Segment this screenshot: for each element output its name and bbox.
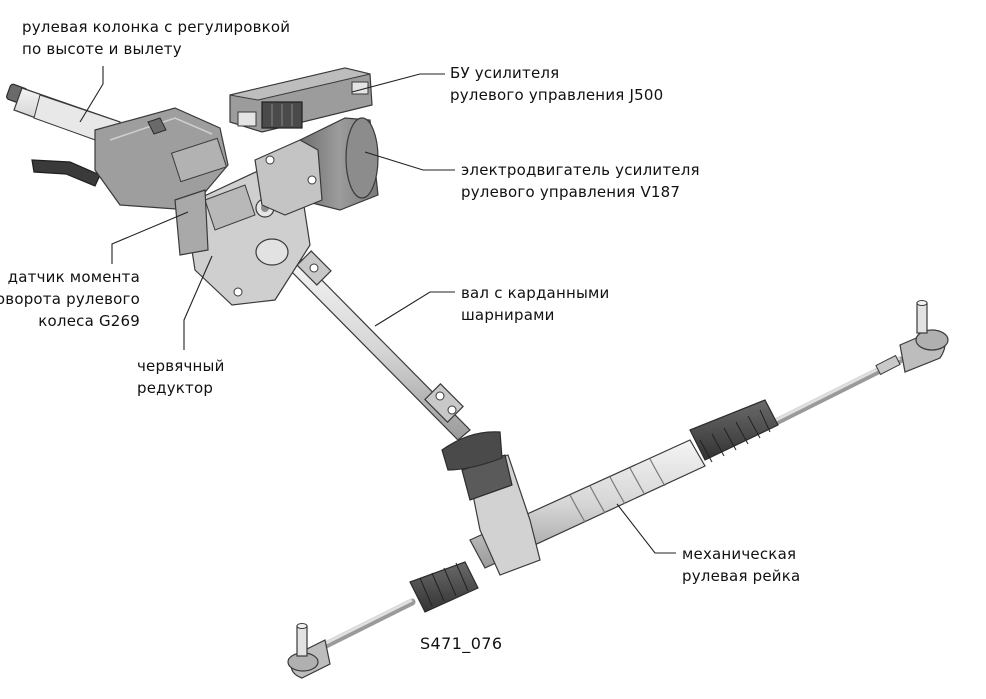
figure-id: S471_076: [420, 634, 503, 653]
left-tie-rod: [316, 598, 416, 652]
control-unit: [229, 67, 373, 133]
left-tie-rod-end: [287, 623, 331, 679]
callout-ecu-line-2: рулевого управления J500: [450, 86, 664, 104]
adjustment-lever: [31, 159, 101, 187]
callout-torque-sensor: датчик момента поворота рулевого колеса …: [0, 266, 140, 332]
cardan-shaft: [287, 250, 471, 441]
leader-steering-rack: [616, 503, 676, 554]
leader-worm-gear: [183, 255, 213, 350]
callout-steering-rack: механическая рулевая рейка: [682, 543, 800, 587]
steering-column: [6, 83, 229, 211]
callout-cardan-shaft-line-2: шарнирами: [461, 306, 555, 324]
callout-steering-rack-line-2: рулевая рейка: [682, 567, 801, 585]
leader-cardan-shaft: [374, 291, 455, 327]
torque-sensor: [174, 189, 209, 256]
callout-torque-sensor-line-1: датчик момента: [7, 268, 140, 286]
leader-steering-column: [79, 66, 104, 123]
callout-steering-rack-line-1: механическая: [682, 545, 797, 563]
callout-worm-gear-line-2: редуктор: [137, 379, 214, 397]
callout-ecu-line-1: БУ усилителя: [450, 64, 560, 82]
callout-steering-column: рулевая колонка с регулировкой по высоте…: [22, 16, 290, 60]
callout-torque-sensor-line-3: колеса G269: [38, 312, 140, 330]
steering-rack: [287, 300, 949, 679]
callout-motor: электродвигатель усилителя рулевого упра…: [461, 159, 700, 203]
callout-worm-gear: червячный редуктор: [137, 355, 225, 399]
callout-motor-line-2: рулевого управления V187: [461, 183, 681, 201]
callout-cardan-shaft-line-1: вал с карданными: [461, 284, 610, 302]
ecu-connector: [261, 101, 303, 129]
callout-steering-column-line-2: по высоте и вылету: [22, 40, 182, 58]
universal-joint-upper: [296, 250, 332, 286]
callout-steering-column-line-1: рулевая колонка с регулировкой: [22, 18, 291, 36]
callout-ecu: БУ усилителя рулевого управления J500: [450, 62, 663, 106]
right-rubber-boot: [689, 399, 779, 463]
universal-joint-lower: [424, 383, 464, 423]
callout-motor-line-1: электродвигатель усилителя: [461, 161, 700, 179]
rack-ribs: [569, 458, 666, 523]
right-tie-rod-end: [875, 300, 949, 376]
callout-torque-sensor-line-2: поворота рулевого: [0, 290, 140, 308]
leader-torque-sensor: [111, 211, 189, 264]
pinion-housing: [441, 431, 541, 576]
leader-ecu: [351, 73, 445, 93]
callout-cardan-shaft: вал с карданными шарнирами: [461, 282, 609, 326]
left-rubber-boot: [409, 561, 479, 613]
callout-worm-gear-line-1: червячный: [137, 357, 225, 375]
electric-motor: [254, 117, 379, 216]
leader-motor: [364, 151, 455, 171]
